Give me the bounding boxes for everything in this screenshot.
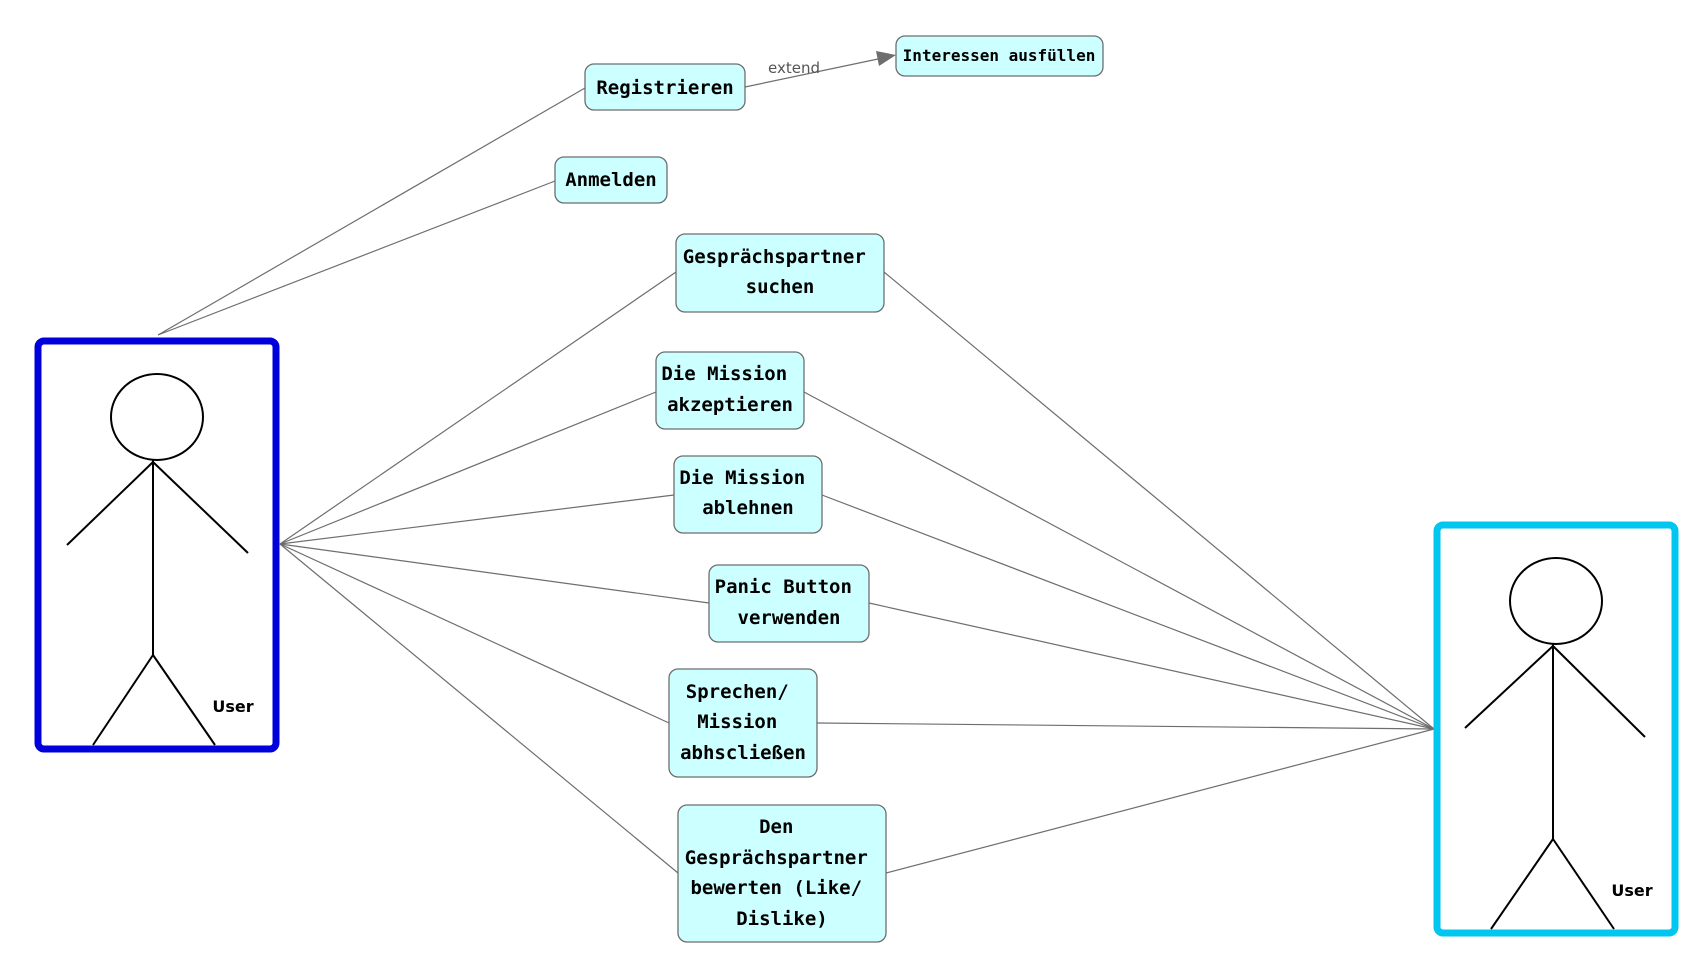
actor-right-label: User [1611,881,1652,900]
extend-label: extend [768,59,820,77]
actor-left-frame [34,337,280,753]
use-case-partner-suchen[interactable]: Gesprächspartner suchen [675,233,885,313]
connector-user-panic-button [279,543,710,604]
actor-left[interactable]: User [34,337,280,753]
use-case-interessen-label: Interessen ausfüllen [903,46,1096,65]
connector-user-registrieren [157,87,586,336]
connector-mission-akzeptieren-user2 [803,391,1435,730]
use-case-mission-akzeptieren[interactable]: Die Mission akzeptieren [655,351,805,430]
actor-left-label: User [212,697,253,716]
connector-mission-ablehnen-user2 [821,494,1435,730]
use-case-mission-ablehnen-label: Die Mission ablehnen [679,467,816,519]
extend-arrow [744,58,879,88]
connector-user-mission-akzeptieren [279,391,657,545]
use-case-interessen-ausfuellen[interactable]: Interessen ausfüllen [895,35,1104,77]
use-case-sprechen-label: Sprechen/ Mission abhscließen [680,681,806,764]
connector-panic-button-user2 [868,602,1435,730]
use-case-bewerten[interactable]: Den Gesprächspartner bewerten (Like/ Dis… [677,804,887,943]
connector-user-partner-suchen [279,271,677,545]
actor-left-figure [66,373,249,746]
connector-user-bewerten [279,543,679,874]
actor-right-frame [1433,521,1679,937]
use-case-bewerten-label: Den Gesprächspartner bewerten (Like/ Dis… [685,816,879,930]
connector-sprechen-user2 [816,722,1435,730]
use-case-sprechen[interactable]: Sprechen/ Mission abhscließen [668,668,818,778]
use-case-panic-button[interactable]: Panic Button verwenden [708,564,870,643]
actor-right-figure [1464,557,1646,930]
use-case-mission-akzeptieren-label: Die Mission akzeptieren [661,363,798,416]
connector-bewerten-user2 [885,728,1435,874]
use-case-panic-button-label: Panic Button verwenden [715,576,864,629]
connector-partner-suchen-user2 [883,271,1435,730]
actor-right[interactable]: User [1433,521,1679,937]
extend-arrowhead [876,51,896,66]
connectors: extend [157,51,1435,874]
use-case-registrieren[interactable]: Registrieren [584,63,746,111]
connector-user-sprechen [279,543,670,724]
connector-user-mission-ablehnen [279,494,675,545]
use-case-partner-suchen-label: Gesprächspartner suchen [683,246,877,298]
use-case-mission-ablehnen[interactable]: Die Mission ablehnen [673,455,823,534]
connector-user-anmelden [157,180,556,336]
use-case-anmelden-label: Anmelden [565,169,657,191]
use-case-registrieren-label: Registrieren [596,77,733,99]
use-case-anmelden[interactable]: Anmelden [554,156,668,204]
